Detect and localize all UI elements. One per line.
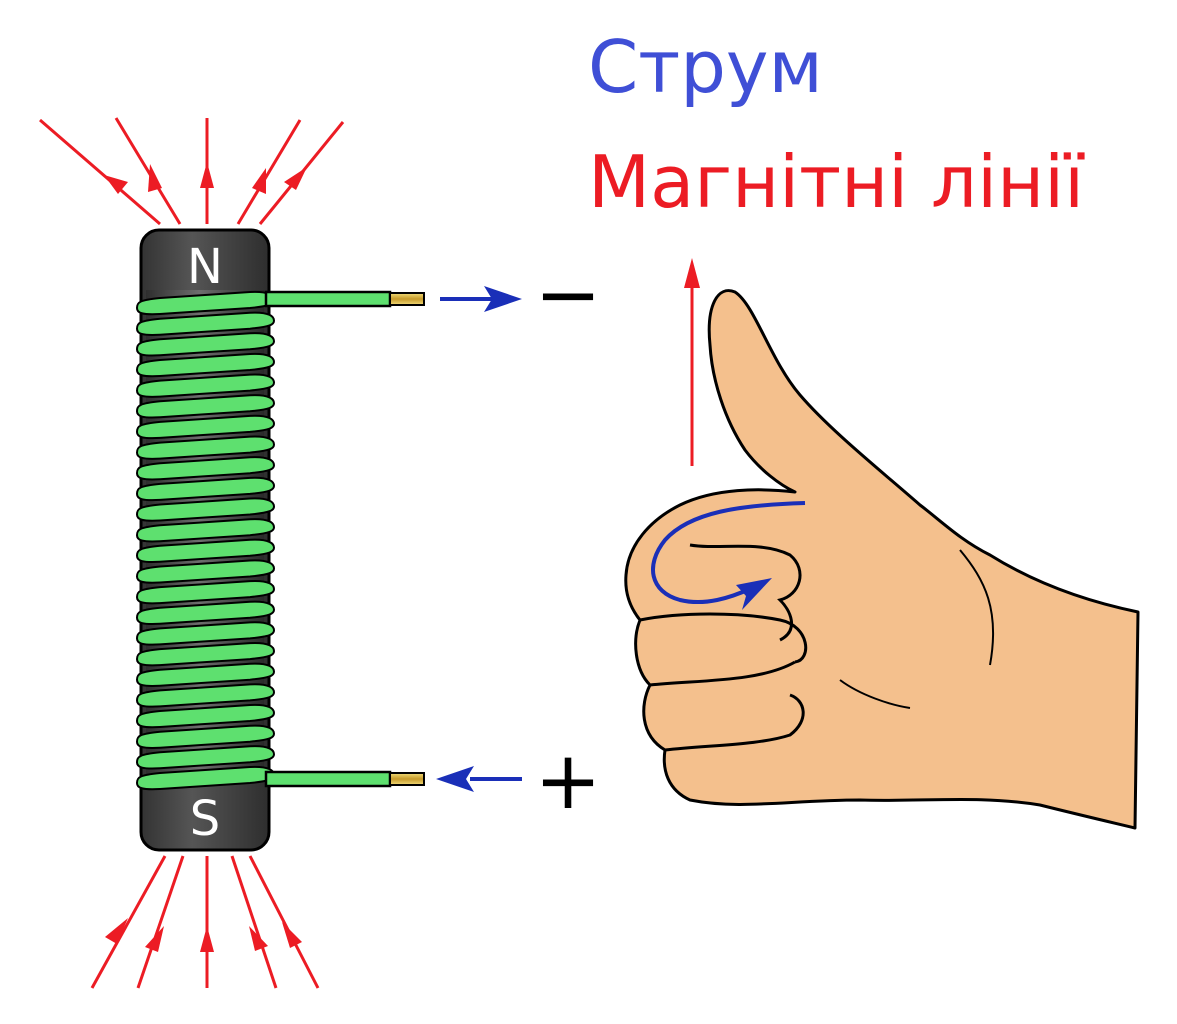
coil-winding <box>135 290 276 791</box>
positive-terminal-sign: + <box>534 734 601 827</box>
coil-turn <box>135 621 276 646</box>
wire-tip <box>389 772 425 786</box>
coil-turn <box>135 600 276 626</box>
field-line <box>90 855 167 989</box>
finger-crease <box>639 612 808 664</box>
negative-terminal-sign: − <box>534 248 601 341</box>
coil-turn <box>135 641 276 667</box>
current-curl-arrow <box>651 501 806 610</box>
coil-turn <box>135 414 276 440</box>
current-legend-label: Струм <box>588 25 823 109</box>
arrowhead <box>252 168 266 194</box>
coil-turn <box>135 497 276 522</box>
lead-wire-bottom <box>264 770 425 788</box>
arrowhead <box>145 926 164 952</box>
lead-wire-top <box>264 290 425 308</box>
palm-crease <box>839 679 911 709</box>
thumb-field-arrow <box>684 258 700 466</box>
field-lines-south <box>90 855 320 989</box>
index-finger-edge <box>689 543 802 642</box>
field-line <box>114 117 182 225</box>
field-line <box>248 855 320 989</box>
field-lines-legend-label: Магнітні лінії <box>588 140 1085 224</box>
wrist-line <box>959 549 995 666</box>
arrowhead <box>684 258 700 288</box>
arrowhead <box>736 578 772 610</box>
finger-crease <box>664 693 805 752</box>
north-pole-label: N <box>187 239 223 295</box>
finger-crease <box>649 660 796 687</box>
arrowhead <box>484 286 522 312</box>
field-line <box>136 855 185 989</box>
current-arrow-in <box>436 766 522 792</box>
coil-turn <box>135 745 276 770</box>
electromagnet: N S <box>135 228 276 852</box>
coil-turn <box>135 435 276 460</box>
arrowhead <box>104 175 128 194</box>
arrowhead <box>148 164 162 192</box>
coil-turn <box>135 559 276 584</box>
south-pole-label: S <box>190 791 220 847</box>
coil-turn <box>135 518 276 543</box>
hand-outline <box>624 289 1140 830</box>
right-hand-thumbs-up <box>624 289 1140 830</box>
field-line <box>236 119 302 225</box>
arrowhead <box>436 766 474 792</box>
wire-lead <box>264 770 392 788</box>
current-arrow-out <box>440 286 522 312</box>
coil-turn <box>135 683 276 708</box>
wire-lead <box>264 290 392 308</box>
coil-turn <box>135 538 276 564</box>
coil-turn <box>135 579 276 605</box>
field-arrowheads-south <box>105 918 302 952</box>
wire-tip <box>389 292 425 306</box>
coil-turn <box>135 394 276 419</box>
coil-turn <box>135 662 276 687</box>
arrowhead <box>249 926 268 951</box>
coil-turn <box>135 476 276 502</box>
arrowhead <box>282 922 302 948</box>
coil-turn <box>135 373 276 398</box>
coil-turn <box>135 703 276 729</box>
field-line <box>230 855 278 989</box>
coil-turn <box>135 352 276 378</box>
arrowhead <box>105 918 128 944</box>
arrowhead <box>284 167 307 190</box>
field-lines-north <box>39 117 345 226</box>
coil-turn <box>135 456 276 481</box>
field-arrowheads-north <box>104 162 307 194</box>
coil-turn <box>135 724 276 749</box>
field-line <box>39 118 161 226</box>
arrowhead <box>200 926 214 952</box>
arrowhead <box>200 162 214 188</box>
coil-turn <box>135 332 276 357</box>
coil-turn <box>135 311 276 336</box>
